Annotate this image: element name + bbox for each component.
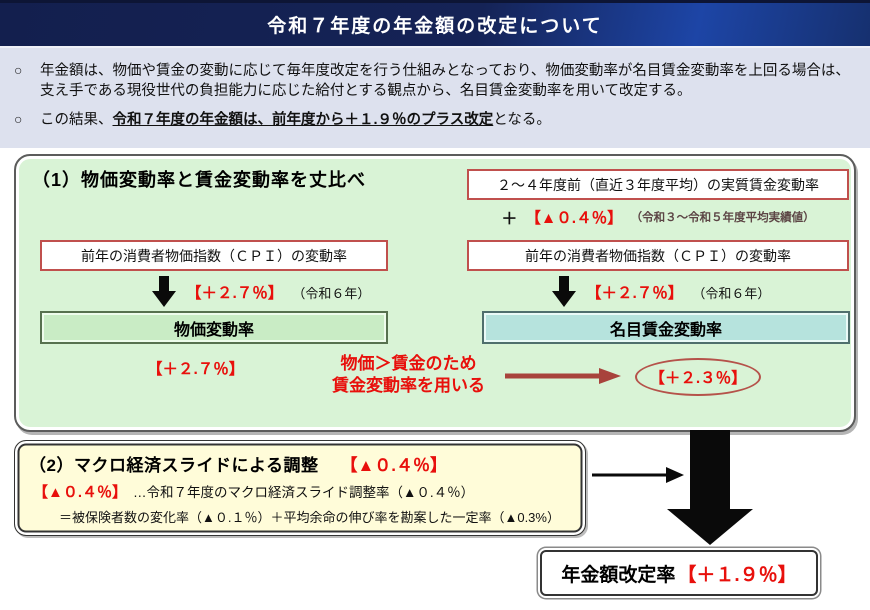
result-label: 年金額改定率 xyxy=(561,564,676,586)
price-change-box: 物価変動率 xyxy=(40,311,388,344)
section2-heading-row: （2）マクロ経済スライドによる調整 【▲０.４％】 xyxy=(29,451,571,476)
red-right-arrow-icon xyxy=(505,368,621,384)
reason-line-1: 物価＞賃金のため xyxy=(340,354,477,373)
section1-heading: （1）物価変動率と賃金変動率を丈比べ xyxy=(32,170,367,190)
plus-sign: ＋ xyxy=(501,211,518,228)
bullet2-emphasis: 令和７年度の年金額は、前年度から＋１.９％のプラス改定 xyxy=(112,112,494,128)
reason-text: 物価＞賃金のため 賃金変動率を用いる xyxy=(301,353,516,397)
section2-panel: （2）マクロ経済スライドによる調整 【▲０.４％】 【▲０.４％】 …令和７年度… xyxy=(14,440,586,536)
result-rate: 【＋１.９％】 xyxy=(677,564,797,586)
intro-bullet-1-text: 年金額は、物価や賃金の変動に応じて毎年度改定を行う仕組みとなっており、物価変動率… xyxy=(40,63,850,99)
section2-line2-text: …令和７年度のマクロ経済スライド調整率（▲０.４％） xyxy=(133,485,475,500)
page-title: 令和７年度の年金額の改定について xyxy=(267,16,603,37)
cpi-arrow-row-left: 【＋２.７％】 （令和６年） xyxy=(151,275,370,309)
nominal-wage-box: 名目賃金変動率 xyxy=(482,311,850,344)
section2-heading-rate: 【▲０.４％】 xyxy=(340,456,448,475)
right-arrow-icon xyxy=(592,467,684,483)
section2-line3: ＝被保険者数の変化率（▲０.１％）＋平均余命の伸び率を勘案した一定率（▲0.3%… xyxy=(59,510,560,525)
section2-heading: （2）マクロ経済スライドによる調整 xyxy=(29,456,319,475)
bullet2-prefix: この結果、 xyxy=(40,112,113,128)
real-wage-rate: 【▲０.４％】 xyxy=(525,210,623,227)
real-wage-rate-row: ＋ 【▲０.４％】 （令和３～令和５年度平均実績値） xyxy=(467,205,849,229)
section1-panel: （1）物価変動率と賃金変動率を丈比べ ２～４年度前（直近３年度平均）の実質賃金変… xyxy=(14,154,856,432)
cpi-box-left: 前年の消費者物価指数（ＣＰＩ）の変動率 xyxy=(40,240,388,271)
big-down-arrow-icon xyxy=(667,430,753,545)
cpi-arrow-row-right: 【＋２.７％】 （令和６年） xyxy=(551,275,770,309)
bullet2-suffix: となる。 xyxy=(493,112,551,128)
cpi-box-right: 前年の消費者物価指数（ＣＰＩ）の変動率 xyxy=(467,240,849,271)
intro-section: ○ 年金額は、物価や賃金の変動に応じて毎年度改定を行う仕組みとなっており、物価変… xyxy=(0,46,870,148)
real-wage-note: （令和３～令和５年度平均実績値） xyxy=(630,212,815,224)
cpi-year-left: （令和６年） xyxy=(292,285,371,301)
intro-bullet-2: ○ この結果、令和７年度の年金額は、前年度から＋１.９％のプラス改定となる。 xyxy=(14,110,856,130)
intro-bullet-2-text: この結果、令和７年度の年金額は、前年度から＋１.９％のプラス改定となる。 xyxy=(40,110,852,130)
cpi-rate-left: 【＋２.７％】 xyxy=(186,285,284,302)
cpi-year-right: （令和６年） xyxy=(692,285,771,301)
down-arrow-icon xyxy=(152,276,176,307)
real-wage-box: ２～４年度前（直近３年度平均）の実質賃金変動率 xyxy=(467,169,849,200)
wage-result-oval: 【＋２.３％】 xyxy=(635,358,761,396)
bullet-circle-icon: ○ xyxy=(14,111,23,127)
reason-line-2: 賃金変動率を用いる xyxy=(332,376,485,395)
result-box: 年金額改定率 【＋１.９％】 xyxy=(540,550,818,596)
cpi-rate-right: 【＋２.７％】 xyxy=(586,285,684,302)
section2-line2-rate: 【▲０.４％】 xyxy=(33,484,128,501)
section2-line2: 【▲０.４％】 …令和７年度のマクロ経済スライド調整率（▲０.４％） xyxy=(33,481,571,502)
intro-bullet-1: ○ 年金額は、物価や賃金の変動に応じて毎年度改定を行う仕組みとなっており、物価変… xyxy=(14,61,856,101)
price-rate: 【＋２.７％】 xyxy=(147,361,245,378)
title-bar: 令和７年度の年金額の改定について xyxy=(0,0,870,46)
bullet-circle-icon: ○ xyxy=(14,62,23,78)
down-arrow-icon xyxy=(552,276,576,307)
